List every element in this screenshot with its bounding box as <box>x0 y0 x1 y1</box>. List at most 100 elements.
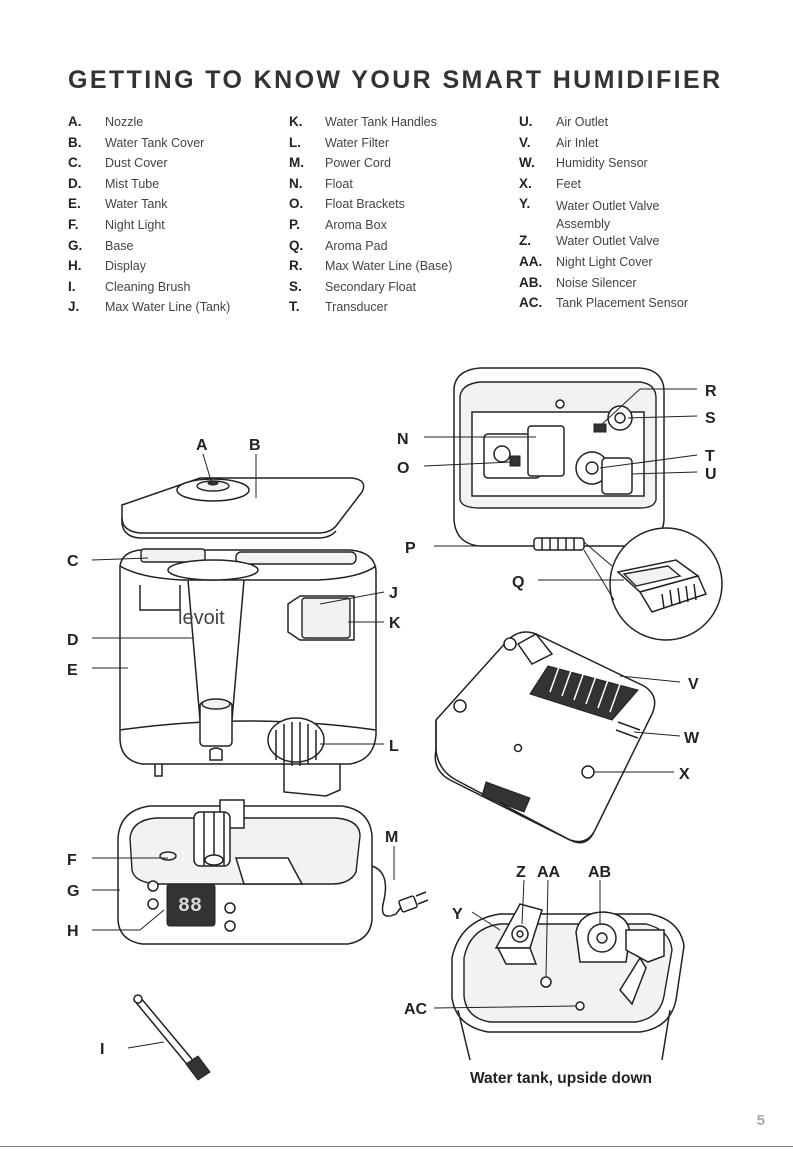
part-item: AA.Night Light Cover <box>519 254 759 275</box>
callout-y: Y <box>452 906 463 923</box>
part-item: O.Float Brackets <box>289 196 499 217</box>
part-name: Feet <box>556 176 582 191</box>
part-letter: H. <box>68 258 82 274</box>
callout-b: B <box>249 437 261 454</box>
part-name: Base <box>105 238 134 253</box>
part-name: Water Tank Handles <box>325 115 437 129</box>
display-readout: 88 <box>178 895 202 918</box>
part-letter: Y. <box>519 196 531 212</box>
part-name: Transducer <box>325 300 388 315</box>
callout-x: X <box>679 766 690 783</box>
part-item: H.Display <box>68 258 268 279</box>
callout-p: P <box>405 540 416 557</box>
part-letter: C. <box>68 155 82 171</box>
part-item: D. Mist Tube <box>68 176 268 197</box>
part-item: Z. Water Outlet Valve <box>519 233 759 254</box>
part-item: P. Aroma Box <box>289 217 499 238</box>
callout-m: M <box>385 829 398 846</box>
part-letter: E. <box>68 196 81 212</box>
part-name: Float <box>325 176 353 191</box>
base-top-view-illustration <box>453 367 665 551</box>
part-name: Air Outlet <box>556 115 609 129</box>
part-letter: R. <box>289 258 303 274</box>
part-item: T.Transducer <box>289 299 499 320</box>
part-letter: X. <box>519 175 532 191</box>
part-letter: D. <box>68 175 82 191</box>
callout-o: O <box>397 460 409 477</box>
part-letter: G. <box>68 237 83 253</box>
part-name: Humidity Sensor <box>556 156 648 171</box>
part-letter: AA. <box>519 253 543 269</box>
part-item: L. Water Filter <box>289 135 499 156</box>
part-item: B. Water Tank Cover <box>68 135 268 156</box>
part-name: Mist Tube <box>105 176 160 191</box>
part-name: Noise Silencer <box>556 275 637 290</box>
part-item: A.Nozzle <box>68 114 268 135</box>
water-tank-cover-illustration <box>121 477 365 539</box>
callout-i: I <box>100 1041 104 1058</box>
callout-j: J <box>389 585 398 602</box>
callout-n: N <box>397 431 409 448</box>
part-letter: N. <box>289 175 303 191</box>
part-item: S. Secondary Float <box>289 279 499 300</box>
callout-k: K <box>389 615 401 632</box>
callout-q: Q <box>512 574 524 591</box>
parts-list-column-1: A.Nozzle B. Water Tank Cover C.Dust Cover… <box>68 114 268 320</box>
part-name: Tank Placement Sensor <box>556 296 689 311</box>
part-name: Air Inlet <box>556 135 599 150</box>
part-letter: Q. <box>289 237 304 253</box>
part-letter: S. <box>289 278 302 294</box>
base-illustration: 88 <box>117 799 429 945</box>
callout-h: H <box>67 923 79 940</box>
part-letter: J. <box>68 299 80 315</box>
page-number: 5 <box>756 1112 765 1129</box>
part-name: Power Cord <box>325 156 391 171</box>
part-letter: M. <box>289 155 304 171</box>
part-item: AC. Tank Placement Sensor <box>519 295 759 316</box>
callout-ac: AC <box>404 1001 428 1018</box>
part-item: G. Base <box>68 238 268 259</box>
part-item: R.Max Water Line (Base) <box>289 258 499 279</box>
part-item: F.Night Light <box>68 217 268 238</box>
part-item: M. Power Cord <box>289 155 499 176</box>
part-letter: U. <box>519 114 533 129</box>
part-item: W.Humidity Sensor <box>519 155 759 176</box>
water-tank-illustration <box>119 548 377 797</box>
part-letter: AB. <box>519 274 543 290</box>
part-name: Water Outlet Valve <box>556 234 660 249</box>
part-letter: P. <box>289 216 301 232</box>
part-name: Night Light <box>105 217 165 232</box>
part-letter: Z. <box>519 233 531 249</box>
part-name: Secondary Float <box>325 279 417 294</box>
part-item: X. Feet <box>519 176 759 197</box>
cleaning-brush-illustration <box>132 994 211 1081</box>
part-item: V.Air Inlet <box>519 135 759 156</box>
part-name: Aroma Box <box>325 217 387 232</box>
part-letter: L. <box>289 134 301 150</box>
part-name: Water Filter <box>325 135 390 150</box>
part-name: Max Water Line (Tank) <box>105 300 231 315</box>
callout-aa: AA <box>537 864 561 881</box>
part-letter: B. <box>68 134 82 150</box>
part-letter: AC. <box>519 295 543 311</box>
callout-ab: AB <box>588 864 611 881</box>
part-name: Water Tank Cover <box>105 135 205 150</box>
part-name: Water Outlet Valve Assembly <box>556 199 660 232</box>
brand-logo: levoit <box>178 607 225 629</box>
part-letter: A. <box>68 114 82 129</box>
part-name: Float Brackets <box>325 197 405 212</box>
part-item: AB. Noise Silencer <box>519 275 759 296</box>
part-letter: I. <box>68 278 76 294</box>
part-name: Cleaning Brush <box>105 279 191 294</box>
part-item: I. Cleaning Brush <box>68 279 268 300</box>
aroma-pad-detail-illustration <box>583 527 723 641</box>
callout-s: S <box>705 410 716 427</box>
callout-z: Z <box>516 864 526 881</box>
part-item: C.Dust Cover <box>68 155 268 176</box>
part-item: Q.Aroma Pad <box>289 238 499 259</box>
callout-a: A <box>196 437 208 454</box>
tank-upside-down-illustration <box>451 903 685 1061</box>
parts-list-column-2: K.Water Tank Handles L.Water Filter M.Po… <box>289 114 499 320</box>
callout-w: W <box>684 730 700 747</box>
